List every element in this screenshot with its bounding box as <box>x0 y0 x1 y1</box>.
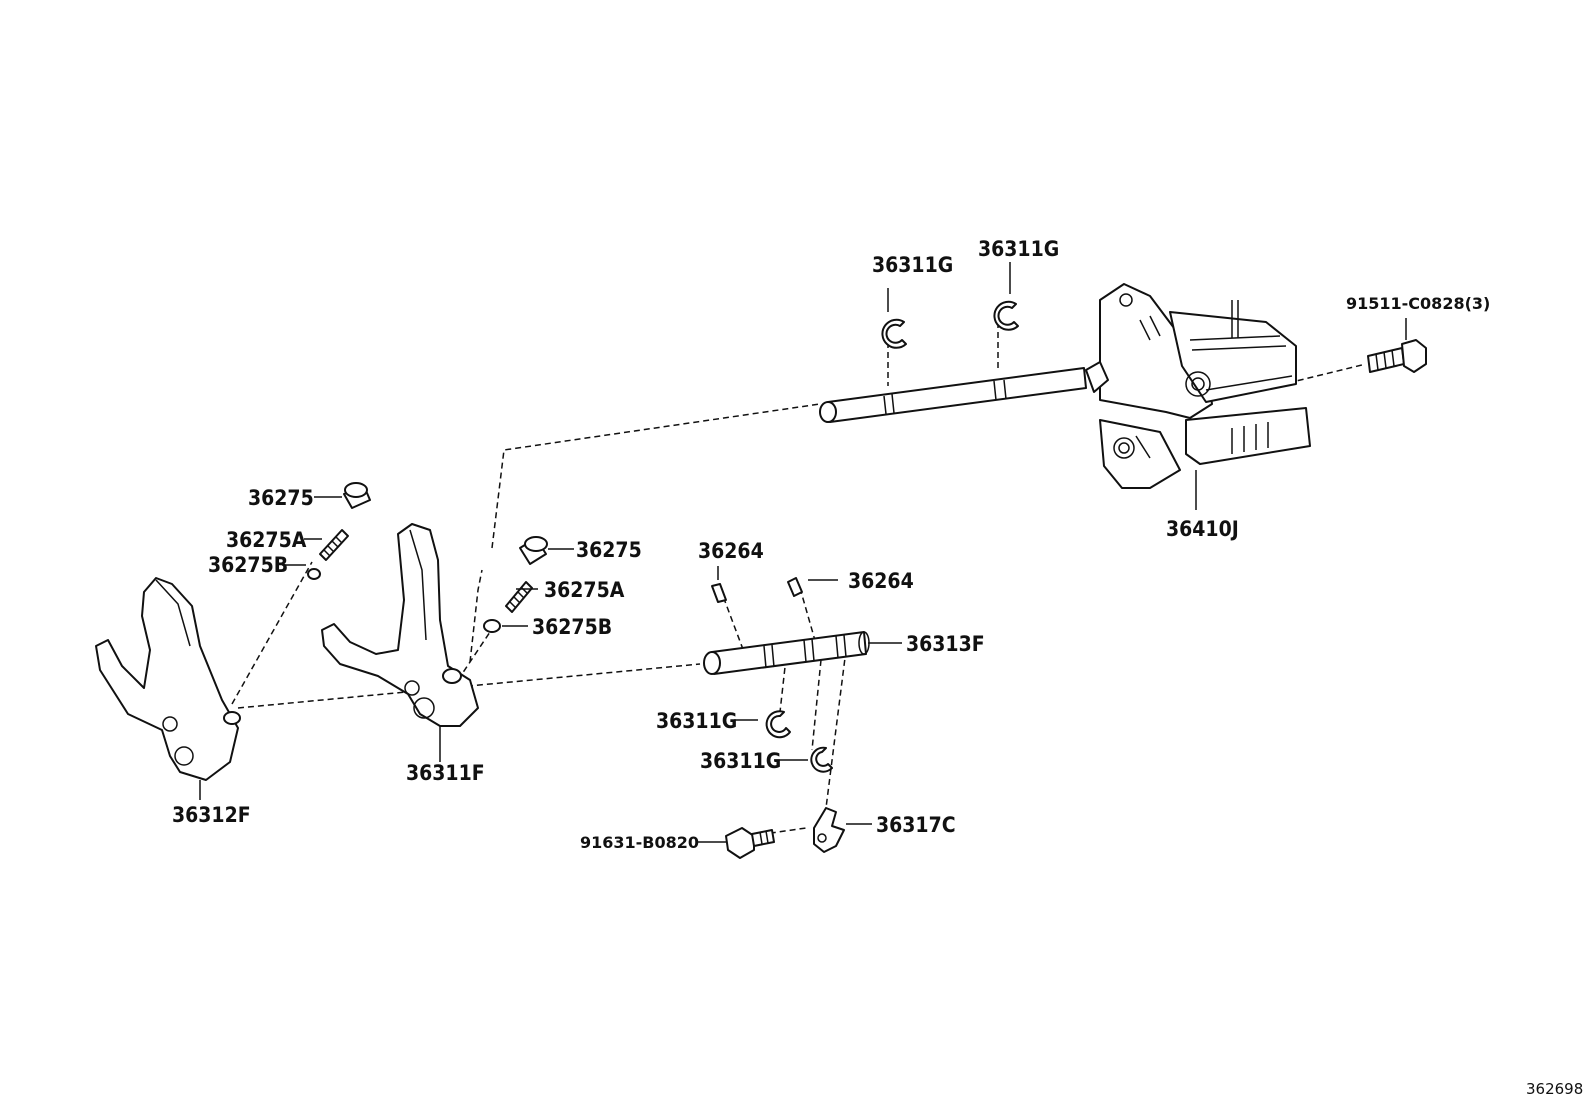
pin-right-icon <box>787 577 803 597</box>
label-fork-mid: 36311F <box>406 761 485 785</box>
shift-fork-mid-icon <box>321 523 479 727</box>
label-plug-mid: 36275 <box>576 538 642 562</box>
label-clip-small-1: 36311G <box>656 709 737 733</box>
pin-left-icon <box>711 583 727 603</box>
label-bolt-small: 91631-B0820 <box>580 833 699 852</box>
clip-shaft-left-icon <box>881 318 907 349</box>
label-spring-left: 36275A <box>226 528 307 552</box>
small-bolt-icon <box>725 827 775 859</box>
label-plug-left: 36275 <box>248 486 314 510</box>
label-ball-left: 36275B <box>208 553 288 577</box>
label-clip-small-2: 36311G <box>700 749 781 773</box>
label-housing: 36410J <box>1166 517 1239 541</box>
label-clip-shaft-right: 36311G <box>978 237 1059 261</box>
detent-ball-left-icon <box>307 568 321 580</box>
part-labels: 36311G 36311G 91511-C0828(3) 36410J 3627… <box>172 237 1583 1098</box>
clip-small-1-icon <box>765 710 791 739</box>
detent-plug-left-icon <box>343 482 371 509</box>
shift-shaft-icon <box>703 631 870 675</box>
shift-rod <box>819 367 1087 423</box>
label-ball-mid: 36275B <box>532 615 612 639</box>
figure-id: 362698 <box>1526 1080 1583 1098</box>
clip-small-2-icon <box>810 746 833 773</box>
housing-bolt-icon <box>1367 339 1427 373</box>
lever-plate-icon <box>813 807 845 853</box>
leader-lines <box>199 262 1407 843</box>
detent-plug-mid-icon <box>519 536 548 565</box>
label-pin-right: 36264 <box>848 569 914 593</box>
shift-housing-icon <box>1085 283 1311 489</box>
clip-shaft-right-icon <box>993 300 1019 331</box>
detent-ball-mid-icon <box>483 619 501 633</box>
shift-fork-left-icon <box>95 577 241 781</box>
label-bolt-housing: 91511-C0828(3) <box>1346 294 1490 313</box>
label-lever-plate: 36317C <box>876 813 956 837</box>
label-clip-shaft-left: 36311G <box>872 253 953 277</box>
label-spring-mid: 36275A <box>544 578 625 602</box>
detent-spring-left-icon <box>319 529 349 561</box>
detent-spring-mid-icon <box>505 581 533 613</box>
label-pin-left: 36264 <box>698 539 764 563</box>
label-fork-left: 36312F <box>172 803 251 827</box>
label-shift-shaft: 36313F <box>906 632 985 656</box>
